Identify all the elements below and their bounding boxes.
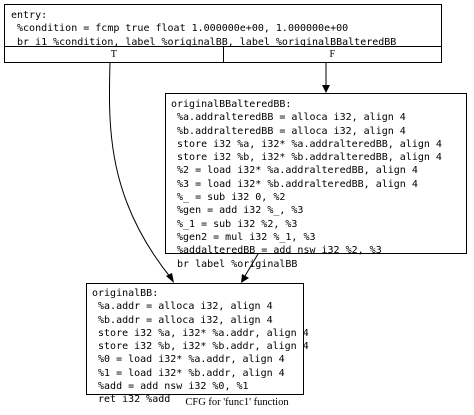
- code-line: %1 = load i32* %b.addr, align 4: [92, 367, 285, 379]
- edge-altered-to-originalbb: [244, 253, 259, 277]
- code-line: store i32 %a, i32* %a.addr, align 4: [92, 327, 309, 339]
- original-block: originalBB: %a.addr = alloca i32, align …: [86, 283, 309, 405]
- code-line: originalBB:: [92, 288, 159, 299]
- code-line: originalBBalteredBB:: [171, 99, 292, 110]
- edge-true-to-originalbb: [108, 62, 172, 279]
- code-line: store i32 %a, i32* %a.addralteredBB, ali…: [171, 138, 442, 150]
- code-line: %gen2 = mul i32 %_1, %3: [171, 231, 316, 243]
- graph-caption: CFG for 'func1' function: [185, 397, 289, 408]
- altered-block: originalBBalteredBB: %a.addralteredBB = …: [165, 93, 467, 270]
- code-line: %add = add nsw i32 %0, %1: [92, 381, 249, 393]
- code-line: %addalteredBB = add nsw i32 %2, %3: [171, 245, 382, 257]
- code-line: br i1 %condition, label %originalBB, lab…: [11, 36, 397, 48]
- code-line: %b.addr = alloca i32, align 4: [92, 314, 273, 326]
- code-line: %condition = fcmp true float 1.000000e+0…: [11, 23, 349, 35]
- code-line: entry:: [11, 10, 48, 21]
- code-line: %gen = add i32 %_, %3: [171, 205, 304, 217]
- code-line: %a.addralteredBB = alloca i32, align 4: [171, 112, 406, 124]
- true-port-label: T: [110, 49, 117, 60]
- altered-block-code: originalBBalteredBB: %a.addralteredBB = …: [171, 98, 442, 271]
- entry-branch-ports: T F: [5, 46, 441, 62]
- code-line: %a.addr = alloca i32, align 4: [92, 301, 273, 313]
- code-line: store i32 %b, i32* %b.addralteredBB, ali…: [171, 152, 442, 164]
- arrowhead-true: [166, 273, 174, 283]
- code-line: %b.addralteredBB = alloca i32, align 4: [171, 125, 406, 137]
- arrowhead-false: [322, 85, 330, 93]
- code-line: %0 = load i32* %a.addr, align 4: [92, 354, 285, 366]
- code-line: br label %originalBB: [171, 258, 298, 270]
- code-line: %3 = load i32* %b.addralteredBB, align 4: [171, 178, 418, 190]
- code-line: %_ = sub i32 0, %2: [171, 192, 286, 204]
- code-line: store i32 %b, i32* %b.addr, align 4: [92, 341, 309, 353]
- original-block-code: originalBB: %a.addr = alloca i32, align …: [92, 287, 309, 407]
- code-line: %2 = load i32* %a.addralteredBB, align 4: [171, 165, 418, 177]
- false-port-label: F: [222, 47, 442, 62]
- entry-block-code: entry: %condition = fcmp true float 1.00…: [11, 9, 396, 49]
- entry-block: entry: %condition = fcmp true float 1.00…: [4, 4, 442, 63]
- arrowhead-altered: [241, 274, 249, 283]
- code-line: ret i32 %add: [92, 394, 171, 406]
- code-line: %_1 = sub i32 %2, %3: [171, 218, 298, 230]
